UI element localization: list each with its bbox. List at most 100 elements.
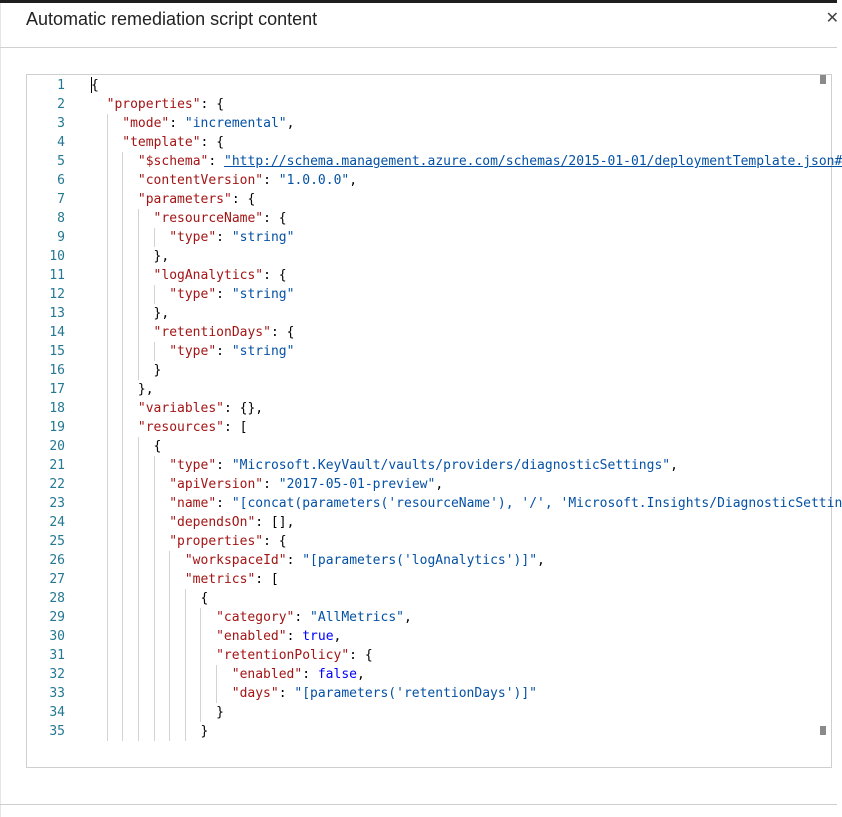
indent-guide — [169, 589, 171, 608]
code-token: "[parameters('retentionDays')]" — [294, 686, 538, 701]
indent-guide — [106, 551, 108, 570]
indent-guide — [137, 589, 139, 608]
code-token: "type" — [169, 344, 217, 359]
indent-guide — [106, 133, 108, 152]
code-line: 20{ — [27, 437, 827, 456]
indent-guide — [137, 437, 139, 456]
indent-guide — [122, 456, 124, 475]
indent-guide — [200, 703, 202, 722]
indent-guide — [106, 532, 108, 551]
indent-guide — [122, 399, 124, 418]
code-token[interactable]: "http://schema.management.azure.com/sche… — [224, 154, 842, 169]
indent-guide — [106, 437, 108, 456]
line-number: 8 — [57, 211, 65, 226]
code-text: "retentionDays": { — [154, 323, 295, 342]
code-text: } — [216, 703, 224, 722]
code-token: : — [263, 477, 279, 492]
code-token: } — [216, 705, 224, 720]
line-number: 4 — [57, 135, 65, 150]
code-text: "retentionPolicy": { — [216, 646, 373, 665]
indent-guide — [106, 399, 108, 418]
code-token: , — [333, 629, 342, 644]
line-number: 20 — [49, 439, 65, 454]
code-text: } — [154, 361, 162, 380]
indent-guide — [122, 532, 124, 551]
code-text: "apiVersion": "2017-05-01-preview", — [169, 475, 443, 494]
line-number: 21 — [49, 458, 65, 473]
code-token: "apiVersion" — [169, 477, 264, 492]
code-line: 2 "properties": { — [27, 95, 827, 114]
line-number: 16 — [49, 363, 65, 378]
line-number: 33 — [49, 686, 65, 701]
indent-guide — [106, 665, 108, 684]
code-token: , — [435, 477, 444, 492]
indent-guide — [153, 228, 155, 247]
line-number: 17 — [49, 382, 65, 397]
code-line: 1{ — [27, 76, 827, 95]
indent-guide — [153, 570, 155, 589]
line-number: 2 — [57, 97, 65, 112]
scrollbar-marker-bottom[interactable] — [820, 726, 826, 735]
indent-guide — [137, 551, 139, 570]
code-token: "retentionPolicy" — [216, 648, 350, 663]
indent-guide — [122, 418, 124, 437]
close-icon[interactable]: ✕ — [825, 10, 839, 27]
indent-guide — [106, 684, 108, 703]
indent-guide — [169, 551, 171, 570]
code-token: : { — [349, 648, 373, 663]
indent-guide — [137, 323, 139, 342]
code-text: }, — [138, 380, 154, 399]
code-token: "AllMetrics" — [310, 610, 404, 625]
code-token: "days" — [231, 686, 279, 701]
window-top-bar — [0, 0, 837, 3]
line-number: 26 — [49, 553, 65, 568]
code-line: 14"retentionDays": { — [27, 323, 827, 342]
code-text: "resources": [ — [138, 418, 248, 437]
code-line: 28{ — [27, 589, 827, 608]
scrollbar-marker-top[interactable] — [820, 75, 826, 84]
bottom-divider — [0, 804, 837, 805]
indent-guide — [137, 247, 139, 266]
line-number: 9 — [57, 230, 65, 245]
indent-guide — [122, 646, 124, 665]
vertical-scrollbar[interactable] — [819, 75, 827, 767]
line-number: 3 — [57, 116, 65, 131]
code-token: "metrics" — [184, 572, 256, 587]
indent-guide — [169, 684, 171, 703]
code-token: "$schema" — [137, 154, 209, 169]
indent-guide — [106, 266, 108, 285]
indent-guide — [106, 209, 108, 228]
code-text: "dependsOn": [], — [169, 513, 294, 532]
line-number: 28 — [49, 591, 65, 606]
code-token: : {}, — [224, 401, 264, 416]
code-line: 18"variables": {}, — [27, 399, 827, 418]
code-text: "days": "[parameters('retentionDays')]" — [232, 684, 537, 703]
code-text: "contentVersion": "1.0.0.0", — [138, 171, 357, 190]
indent-guide — [200, 608, 202, 627]
indent-guide — [106, 418, 108, 437]
code-token: "logAnalytics" — [153, 268, 264, 283]
indent-guide — [184, 646, 186, 665]
code-token: : — [208, 154, 225, 169]
code-token: "string" — [231, 230, 295, 245]
indent-guide — [153, 722, 155, 741]
code-editor[interactable]: 1{2"properties": {3"mode": "incremental"… — [26, 74, 842, 768]
code-text: }, — [154, 304, 170, 323]
code-token: : — [286, 629, 303, 644]
indent-guide — [169, 665, 171, 684]
code-token: "enabled" — [231, 667, 303, 682]
indent-guide — [106, 304, 108, 323]
code-line: 25"properties": { — [27, 532, 827, 551]
indent-guide — [106, 646, 108, 665]
code-text: "properties": { — [107, 95, 224, 114]
indent-guide — [122, 665, 124, 684]
code-token: : — [263, 173, 279, 188]
indent-guide — [122, 171, 124, 190]
indent-guide — [122, 570, 124, 589]
panel-left-edge — [0, 3, 1, 817]
code-line: 35} — [27, 722, 827, 741]
indent-guide — [122, 342, 124, 361]
line-number: 24 — [49, 515, 65, 530]
indent-guide — [153, 456, 155, 475]
indent-guide — [106, 114, 108, 133]
